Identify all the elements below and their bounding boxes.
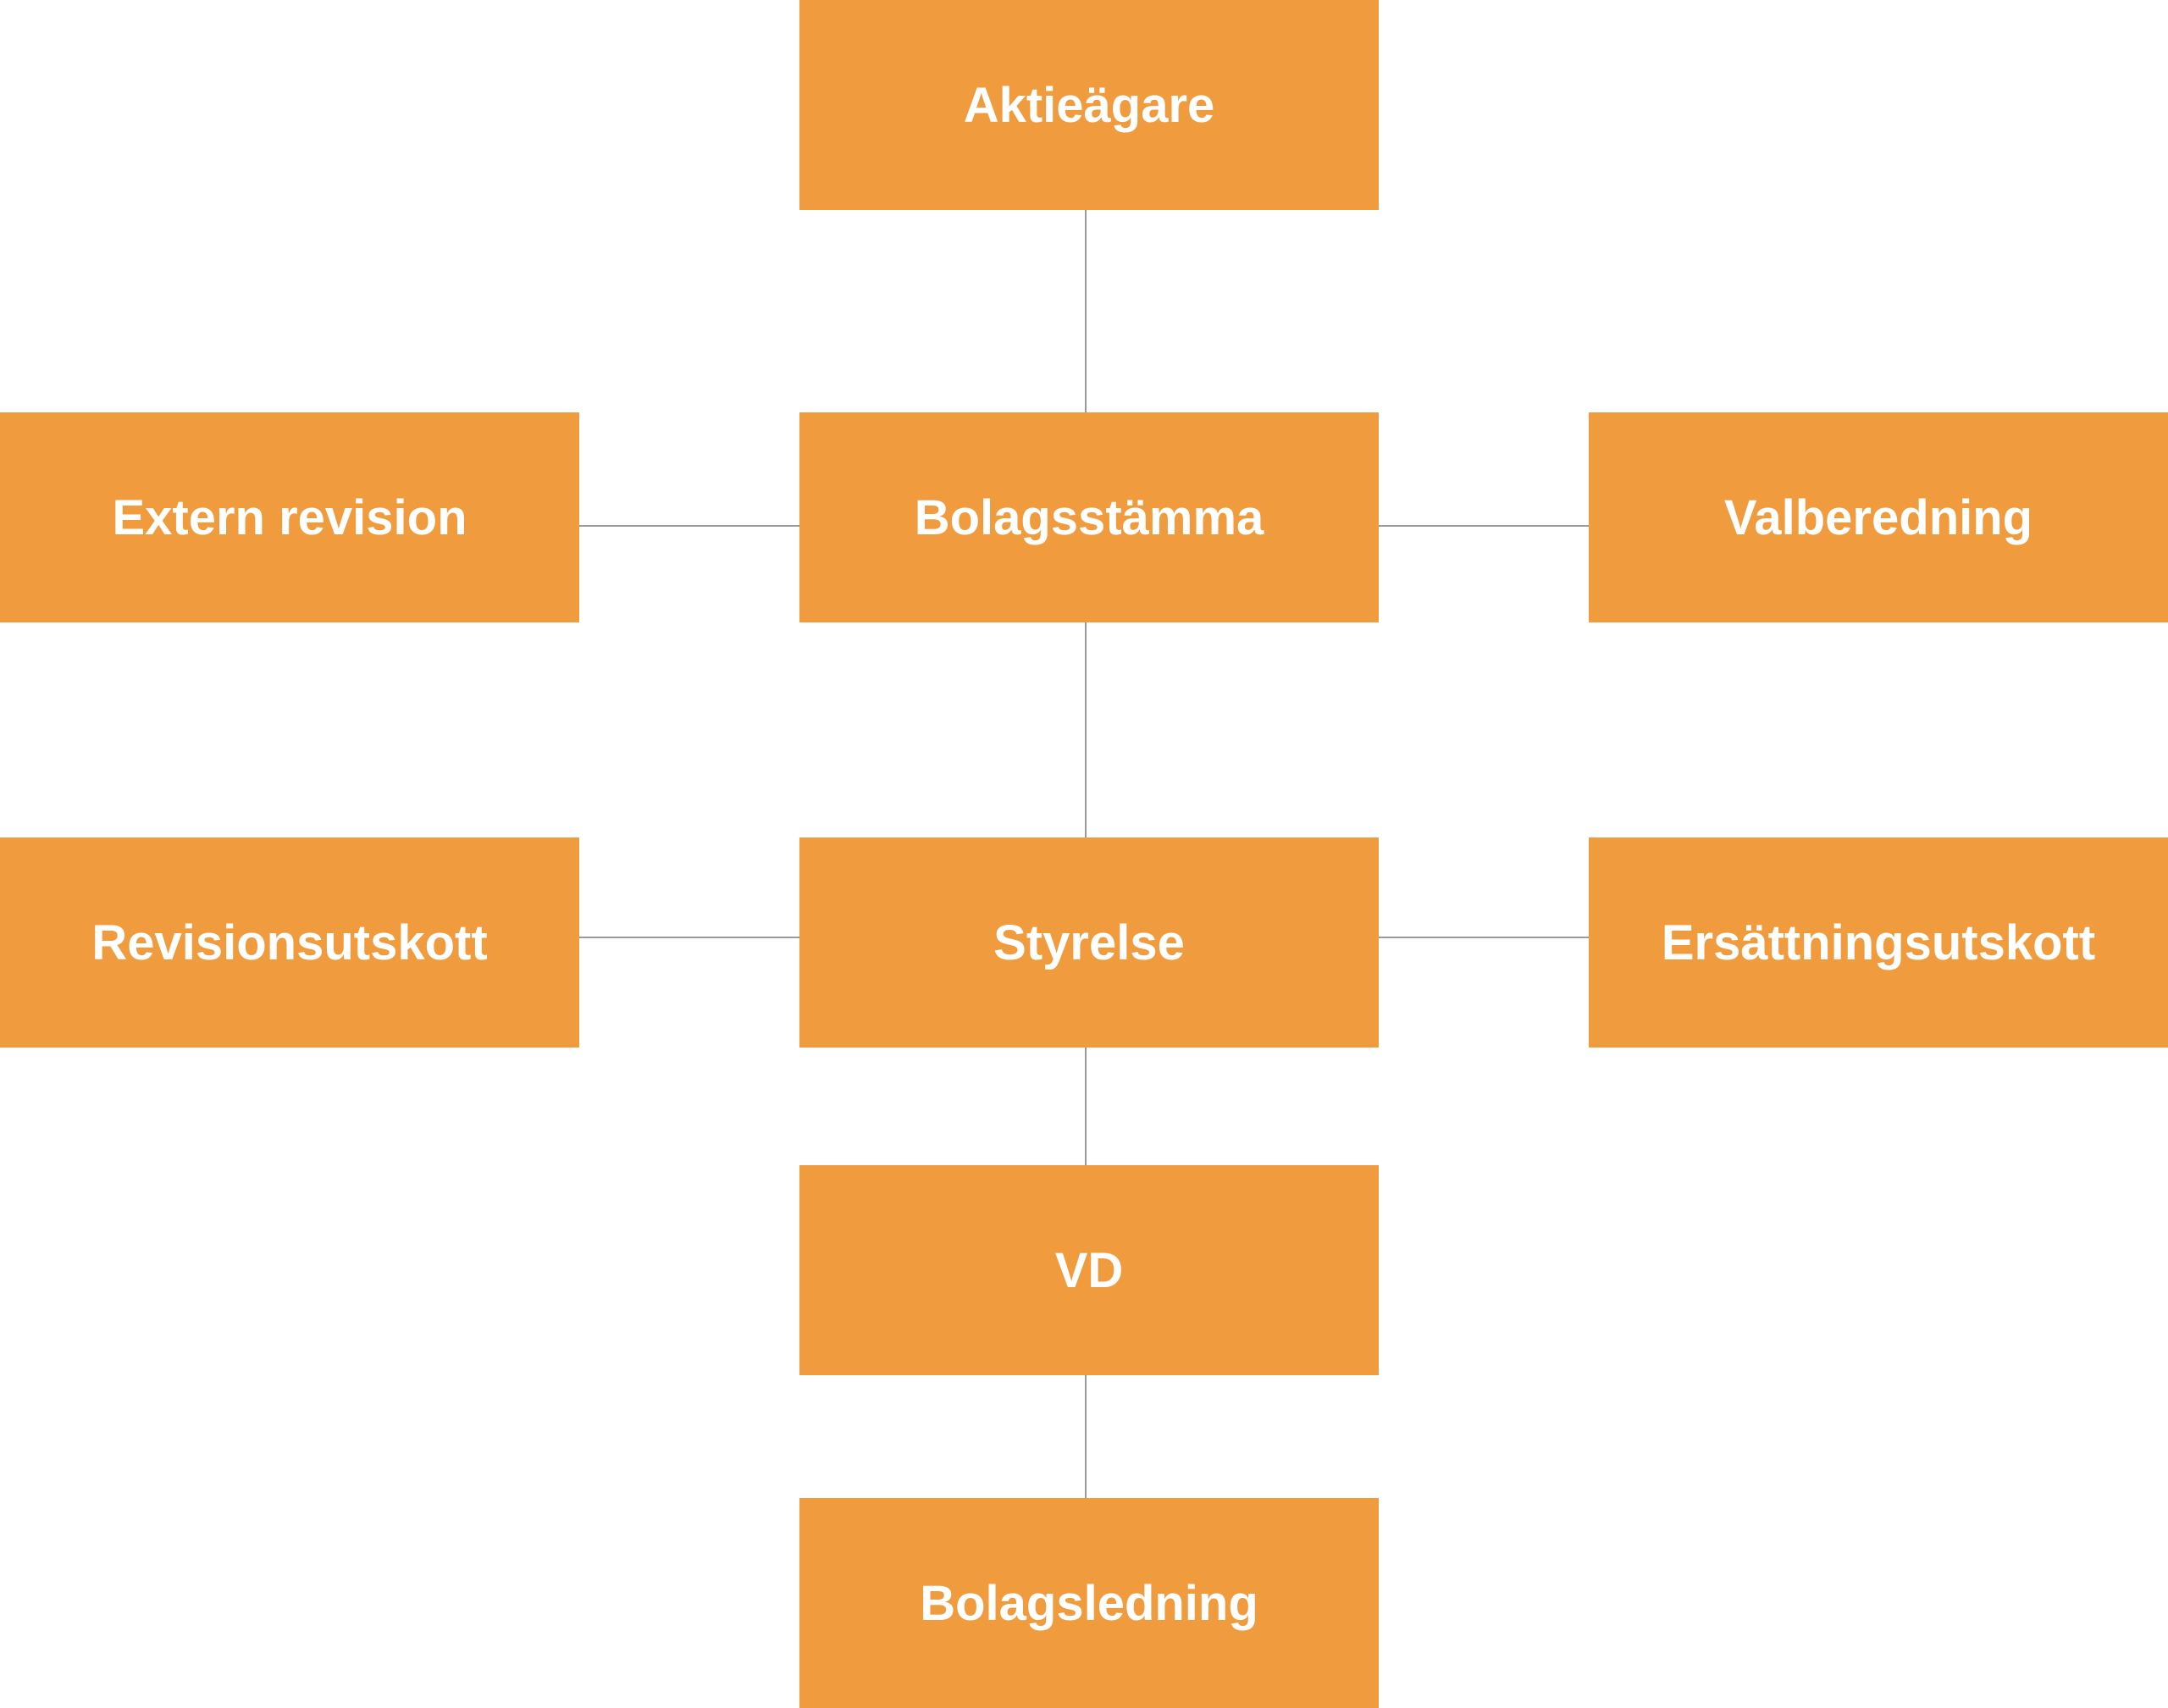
node-bolagsstamma: Bolagsstämma [799, 412, 1379, 622]
node-label: Bolagsstämma [914, 489, 1264, 545]
connector-extern-revision-bolagsstamma [579, 525, 799, 527]
node-label: Ersättningsutskott [1661, 915, 2096, 970]
node-label: Valberedning [1723, 489, 2033, 545]
node-revisionsutskott: Revisionsutskott [0, 837, 579, 1047]
node-extern-revision: Extern revision [0, 412, 579, 622]
connector-styrelse-vd [1085, 1047, 1087, 1165]
connector-vd-bolagsledning [1085, 1375, 1087, 1498]
connector-aktieagare-bolagsstamma [1085, 210, 1087, 412]
node-label: Revisionsutskott [91, 915, 488, 970]
node-vd: VD [799, 1165, 1379, 1375]
node-ersattningsutskott: Ersättningsutskott [1589, 837, 2168, 1047]
node-label: Styrelse [993, 915, 1185, 970]
node-label: Extern revision [112, 489, 467, 545]
connector-bolagsstamma-styrelse [1085, 622, 1087, 837]
connector-revisionsutskott-styrelse [579, 937, 799, 938]
connector-bolagsstamma-valberedning [1379, 525, 1589, 527]
node-aktieagare: Aktieägare [799, 0, 1379, 210]
node-label: Bolagsledning [920, 1575, 1258, 1631]
node-styrelse: Styrelse [799, 837, 1379, 1047]
node-valberedning: Valberedning [1589, 412, 2168, 622]
connector-styrelse-ersattningsutskott [1379, 937, 1589, 938]
node-bolagsledning: Bolagsledning [799, 1498, 1379, 1708]
node-label: Aktieägare [963, 77, 1215, 133]
node-label: VD [1054, 1242, 1124, 1298]
